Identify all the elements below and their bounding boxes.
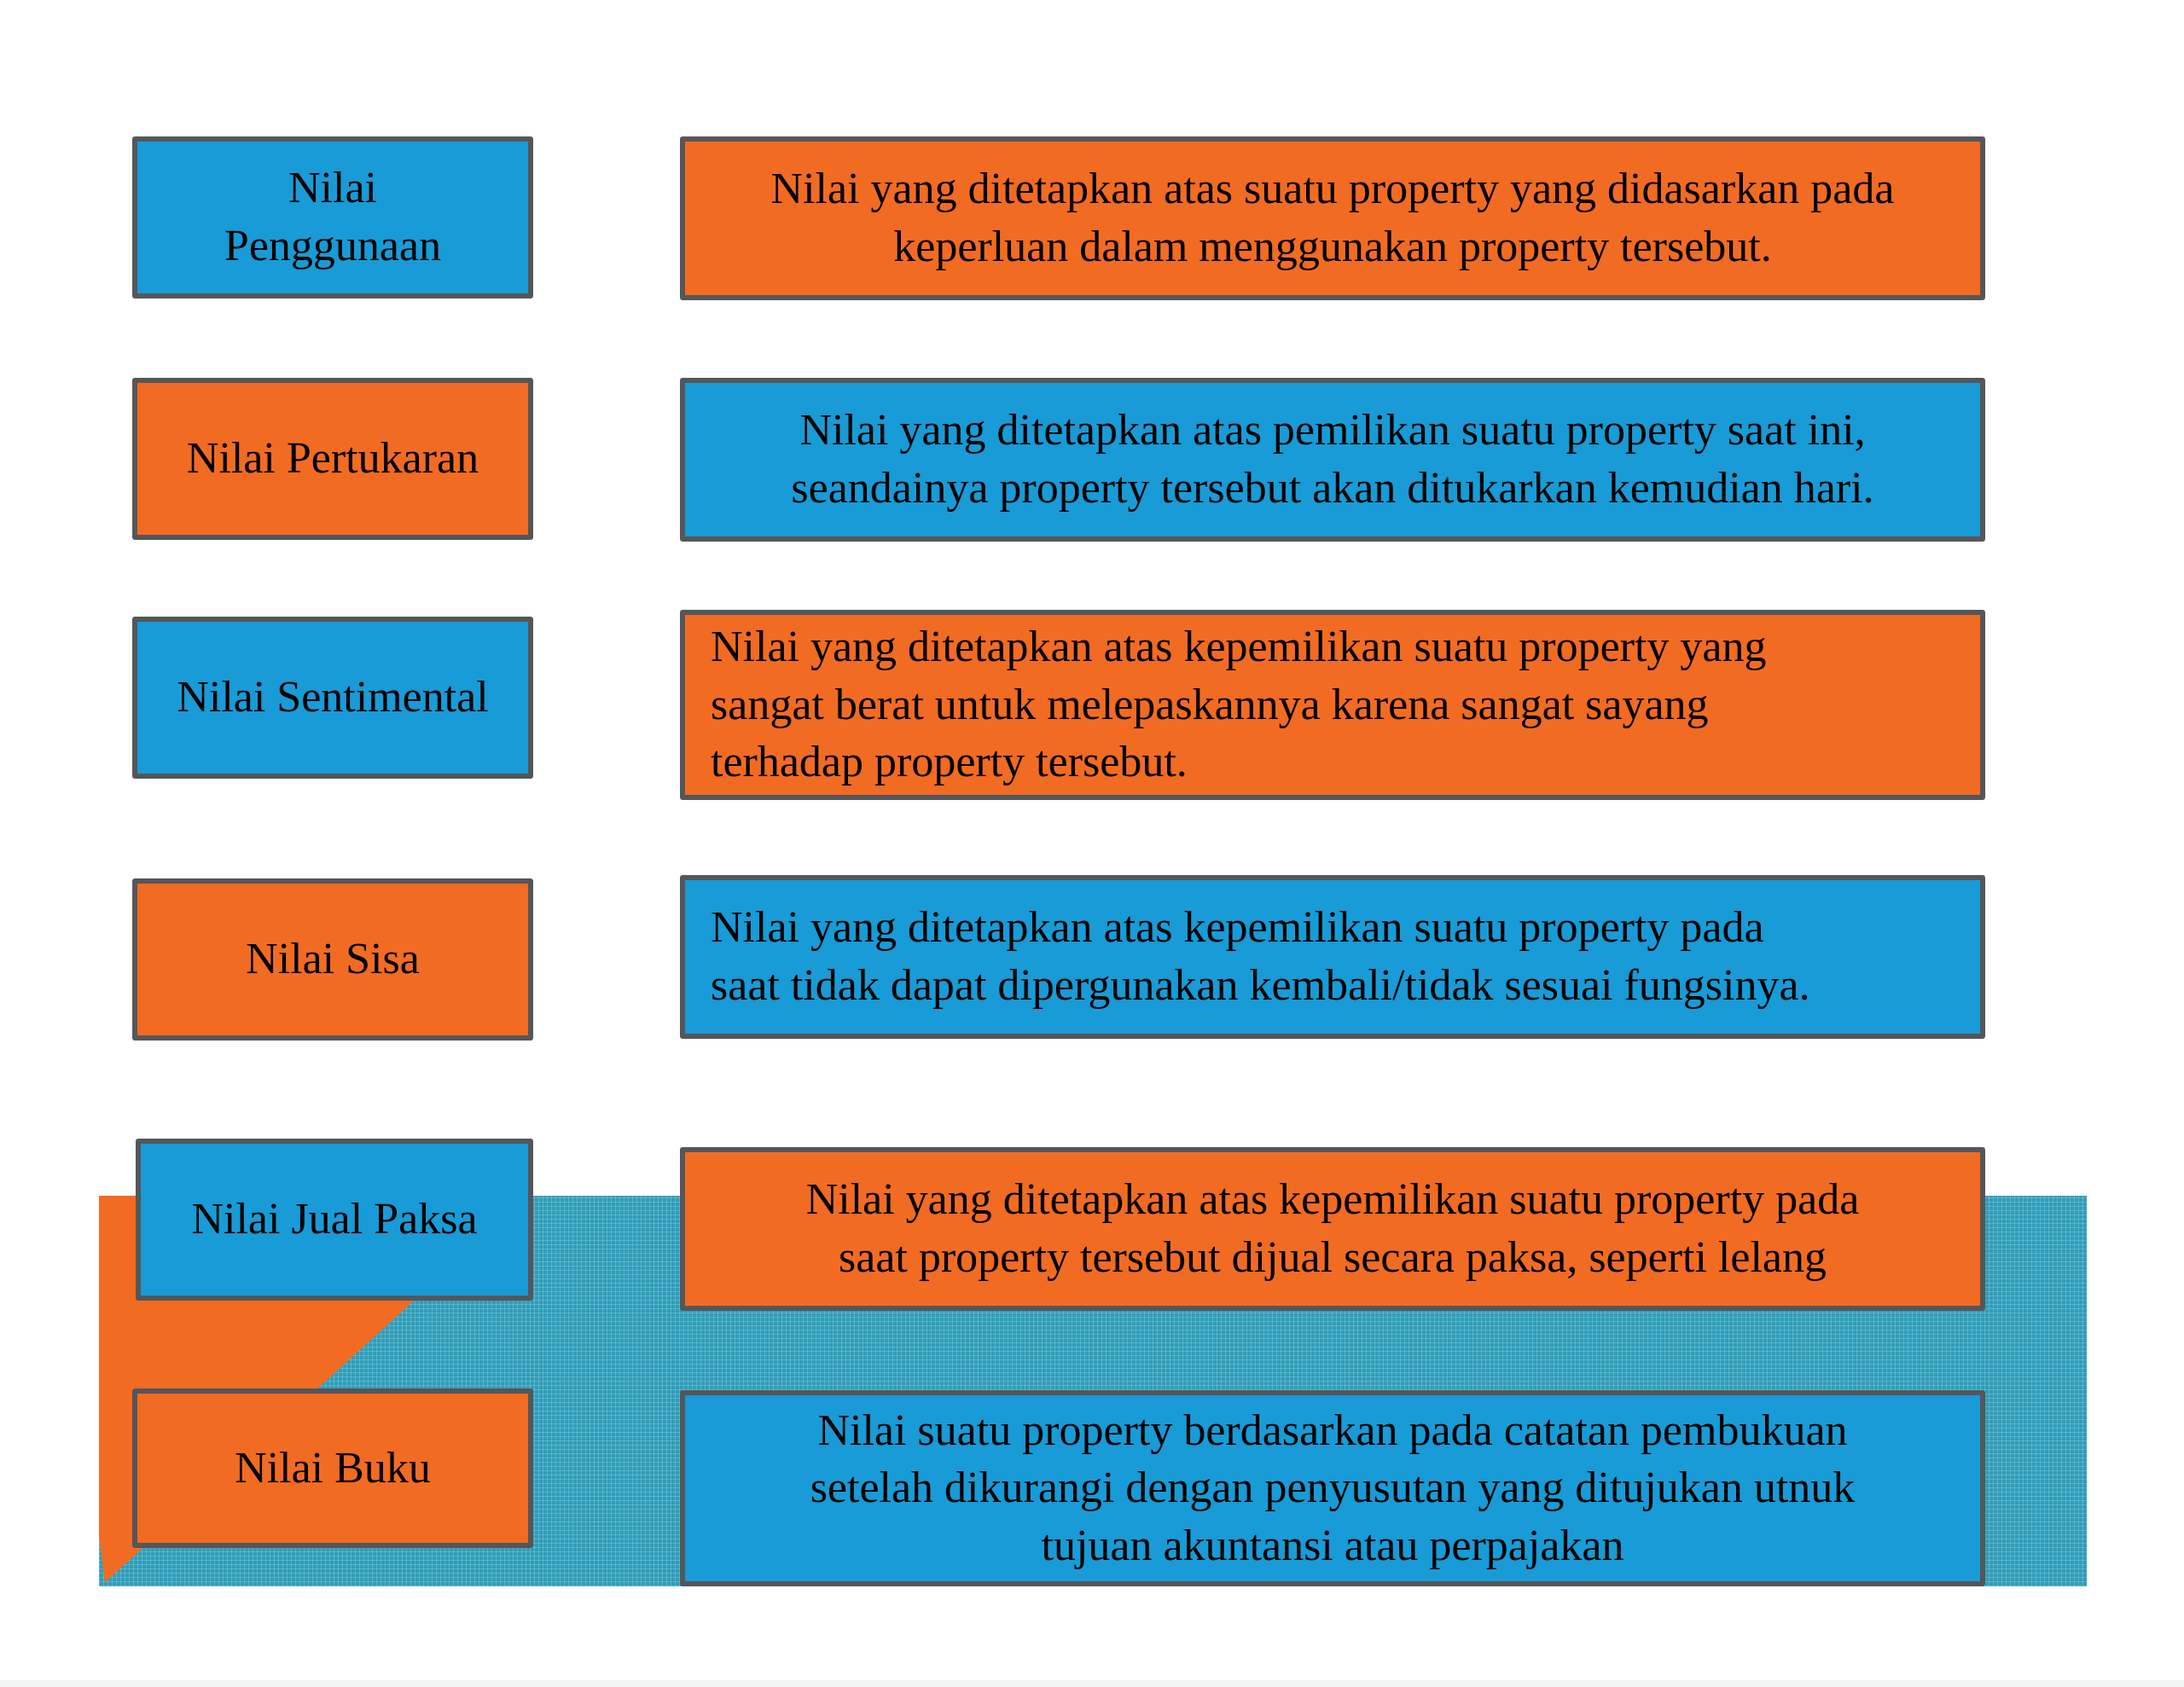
- label-text: Nilai Sentimental: [177, 673, 489, 722]
- desc-text: Nilai yang ditetapkan atas kepemilikan s…: [711, 903, 1810, 1010]
- label-text: Nilai Penggunaan: [224, 164, 442, 270]
- label-text: Nilai Pertukaran: [186, 434, 479, 484]
- label-box-nilai-sentimental: Nilai Sentimental: [132, 617, 533, 779]
- label-text: Nilai Buku: [235, 1443, 431, 1493]
- label-box-nilai-sisa: Nilai Sisa: [132, 878, 533, 1041]
- desc-text: Nilai yang ditetapkan atas pemilikan sua…: [791, 406, 1874, 513]
- label-text: Nilai Sisa: [246, 935, 420, 984]
- label-box-nilai-pertukaran: Nilai Pertukaran: [132, 378, 533, 540]
- desc-text: Nilai yang ditetapkan atas kepemilikan s…: [805, 1175, 1860, 1282]
- desc-box-nilai-buku: Nilai suatu property berdasarkan pada ca…: [680, 1390, 1985, 1586]
- label-box-nilai-penggunaan: Nilai Penggunaan: [132, 136, 533, 299]
- bottom-edge-strip: [0, 1680, 2184, 1687]
- desc-box-nilai-penggunaan: Nilai yang ditetapkan atas suatu propert…: [680, 136, 1985, 300]
- desc-box-nilai-jual-paksa: Nilai yang ditetapkan atas kepemilikan s…: [680, 1147, 1985, 1311]
- desc-text: Nilai yang ditetapkan atas suatu propert…: [770, 165, 1895, 271]
- desc-box-nilai-sentimental: Nilai yang ditetapkan atas kepemilikan s…: [680, 610, 1985, 800]
- label-text: Nilai Jual Paksa: [191, 1195, 478, 1244]
- desc-text: Nilai yang ditetapkan atas kepemilikan s…: [711, 623, 1767, 787]
- label-box-nilai-buku: Nilai Buku: [132, 1388, 533, 1548]
- desc-text: Nilai suatu property berdasarkan pada ca…: [810, 1406, 1856, 1570]
- desc-box-nilai-sisa: Nilai yang ditetapkan atas kepemilikan s…: [680, 875, 1985, 1039]
- desc-box-nilai-pertukaran: Nilai yang ditetapkan atas pemilikan sua…: [680, 378, 1985, 542]
- label-box-nilai-jual-paksa: Nilai Jual Paksa: [136, 1139, 533, 1301]
